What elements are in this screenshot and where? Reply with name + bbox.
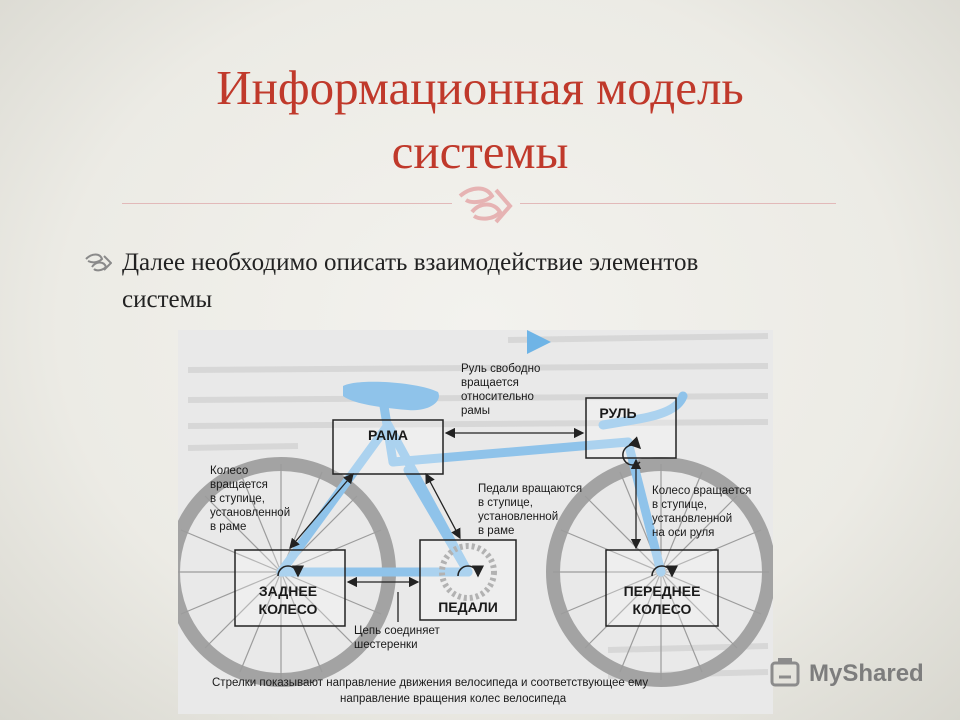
note-chain-2: шестеренки: [354, 639, 418, 651]
note-front-wheel-1: Колесо вращается: [652, 485, 751, 497]
note-pedals-2: в ступице,: [478, 497, 533, 509]
saddle-graphic: [343, 381, 439, 411]
note-front-wheel-4: на оси руля: [652, 527, 714, 539]
note-pedals: Педали вращаются в ступице, установленно…: [478, 483, 582, 537]
rear-rotation-icon: [277, 565, 304, 578]
title-line-1: Информационная модель: [216, 60, 744, 115]
box-rear-wheel-label-1: ЗАДНЕЕ: [259, 583, 317, 599]
note-steering-4: рамы: [461, 405, 490, 417]
note-front-wheel-3: установленной: [652, 513, 732, 525]
box-handlebar-label: РУЛЬ: [599, 405, 636, 421]
ornament-icon: [458, 186, 513, 224]
note-rear-wheel-3: в ступице,: [210, 493, 265, 505]
box-front-wheel-label-1: ПЕРЕДНЕЕ: [624, 583, 701, 599]
note-rear-wheel-2: вращается: [210, 479, 268, 491]
note-front-wheel: Колесо вращается в ступице, установленно…: [652, 485, 751, 539]
note-rear-wheel-5: в раме: [210, 521, 246, 533]
bullet-ornament-icon: [85, 253, 112, 272]
note-caption: Стрелки показывают направление движения …: [212, 677, 648, 705]
box-pedals-label: ПЕДАЛИ: [438, 599, 498, 615]
note-rear-wheel-4: установленной: [210, 507, 290, 519]
title-line-2: системы: [391, 124, 569, 179]
bullet-text: Далее необходимо описать взаимодействие …: [122, 244, 882, 318]
myshared-logo-icon: [770, 658, 800, 687]
chainring-graphic: [439, 543, 497, 601]
watermark-text: MyShared: [809, 660, 924, 687]
interaction-arrows: [289, 427, 642, 622]
note-pedals-4: в раме: [478, 525, 514, 537]
title-divider-right: [520, 203, 836, 204]
note-steering: Руль свободно вращается относительно рам…: [461, 363, 540, 417]
front-rotation-icon: [651, 565, 678, 578]
bullet-line-1: Далее необходимо описать взаимодействие …: [122, 249, 699, 276]
box-frame-label: РАМА: [368, 427, 408, 443]
note-rear-wheel: Колесо вращается в ступице, установленно…: [210, 465, 290, 533]
note-rear-wheel-1: Колесо: [210, 465, 248, 477]
box-rear-wheel-label-2: КОЛЕСО: [259, 601, 318, 617]
note-steering-2: вращается: [461, 377, 519, 389]
box-handlebar: РУЛЬ: [585, 397, 677, 459]
note-caption-1: Стрелки показывают направление движения …: [212, 677, 648, 689]
note-chain: Цепь соединяет шестеренки: [354, 625, 440, 651]
note-steering-3: относительно: [461, 391, 534, 403]
slide-title: Информационная модель системы: [0, 56, 960, 184]
note-pedals-3: установленной: [478, 511, 558, 523]
box-rear-wheel: ЗАДНЕЕ КОЛЕСО: [234, 549, 346, 627]
box-front-wheel: ПЕРЕДНЕЕ КОЛЕСО: [605, 549, 719, 627]
pedal-rotation-icon: [457, 565, 484, 578]
note-front-wheel-2: в ступице,: [652, 499, 707, 511]
note-pedals-1: Педали вращаются: [478, 483, 582, 495]
note-steering-1: Руль свободно: [461, 363, 540, 375]
title-divider-left: [122, 203, 452, 204]
note-caption-2: направление вращения колес велосипеда: [340, 693, 567, 705]
bullet-line-2: системы: [122, 286, 213, 313]
box-pedals: ПЕДАЛИ: [419, 539, 517, 621]
note-chain-1: Цепь соединяет: [354, 625, 440, 637]
box-front-wheel-label-2: КОЛЕСО: [633, 601, 692, 617]
box-frame: РАМА: [332, 419, 444, 475]
bicycle-system-diagram: РАМА РУЛЬ ЗАДНЕЕ КОЛЕСО ПЕДАЛИ ПЕРЕДНЕЕ …: [178, 330, 773, 714]
